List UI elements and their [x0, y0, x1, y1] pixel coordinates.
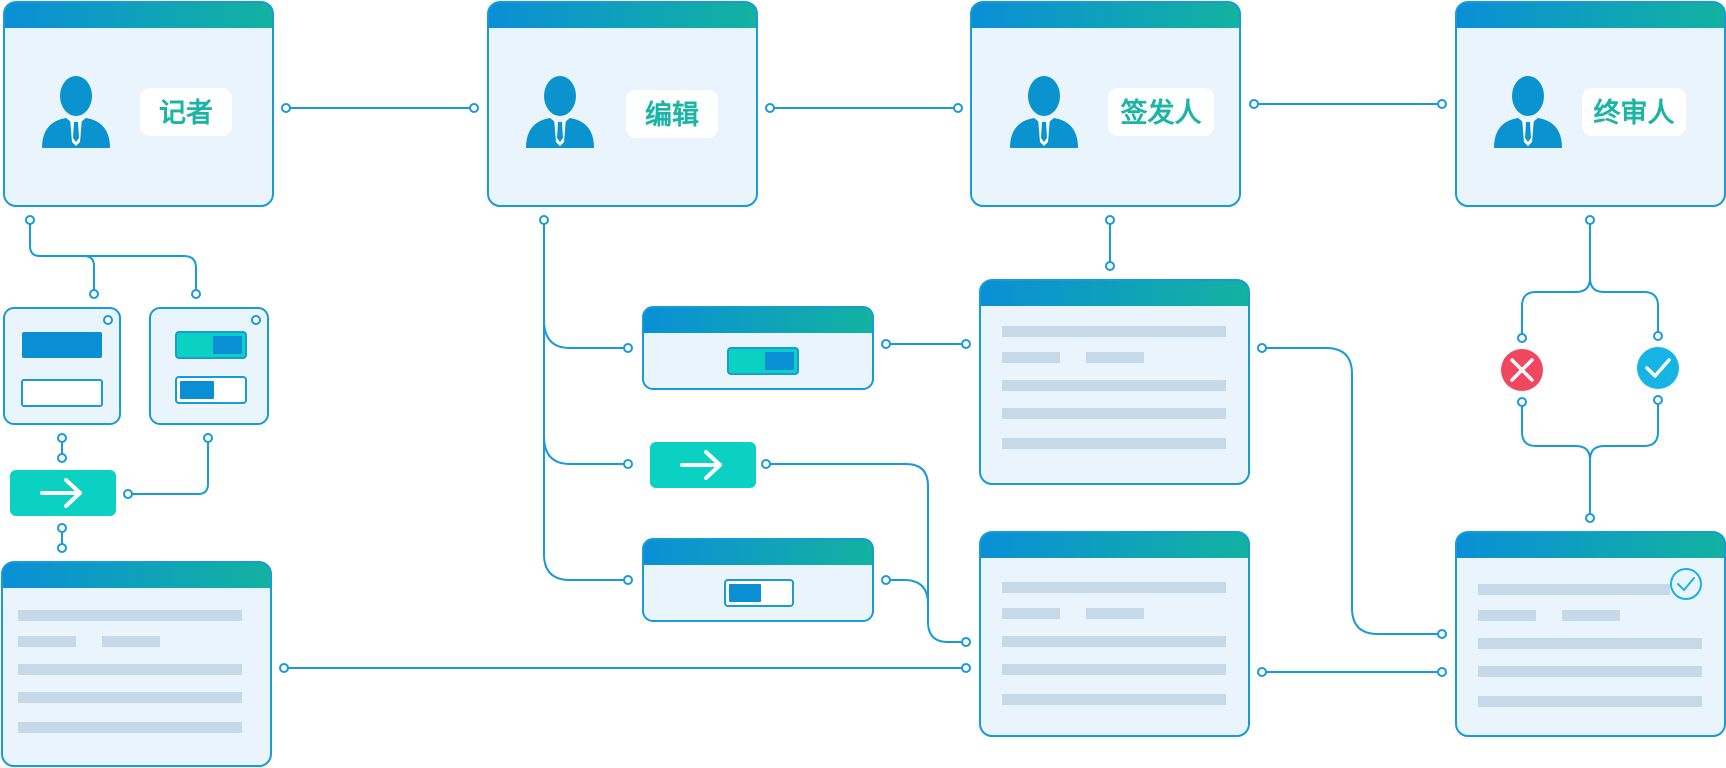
arrow-block-editor — [650, 442, 756, 488]
arrow-right-icon — [680, 450, 722, 480]
connector-dot — [89, 289, 99, 299]
connector-editor-to-arrow — [543, 435, 628, 465]
document-card-reporter — [1, 561, 272, 767]
connector-dot — [623, 343, 633, 353]
role-card-editor: 编辑 — [487, 1, 758, 207]
arrow-block-reporter — [10, 470, 116, 516]
connector-dot — [1249, 99, 1259, 109]
text-placeholder-lines — [1002, 582, 1226, 705]
role-label-issuer: 签发人 — [1121, 97, 1202, 129]
connector-dot — [623, 459, 633, 469]
role-label-editor: 编辑 — [645, 99, 699, 131]
toggle-switch-off — [175, 376, 247, 404]
role-card-issuer: 签发人 — [970, 1, 1241, 207]
connector-final-decision — [1521, 220, 1591, 338]
reject-x-icon — [1501, 349, 1543, 391]
connector-dot — [881, 339, 891, 349]
connectors — [29, 103, 1659, 673]
text-placeholder-lines — [1478, 584, 1702, 707]
connector-dot — [1517, 397, 1527, 407]
connector-dot — [25, 215, 35, 225]
switch-card-off — [642, 538, 874, 622]
connector-editor-branch — [543, 220, 628, 581]
connector-dot — [623, 575, 633, 585]
connector-dot — [279, 663, 289, 673]
connector-dot — [961, 663, 971, 673]
person-avatar-icon — [1494, 76, 1562, 148]
connector-decision-merge-right — [1589, 400, 1659, 461]
connector-dot — [57, 453, 67, 463]
person-avatar-icon — [42, 76, 110, 148]
connector-dot — [281, 103, 291, 113]
connector-dot — [1105, 215, 1115, 225]
connector-dot — [57, 433, 67, 443]
check-circle-icon — [1670, 568, 1702, 600]
role-card-reporter: 记者 — [3, 1, 274, 207]
connector-dot — [961, 637, 971, 647]
role-label-reporter: 记者 — [159, 98, 213, 129]
person-avatar-icon — [526, 76, 594, 148]
document-card-editor — [979, 531, 1250, 737]
connector-dot — [191, 289, 201, 299]
connector-dot — [203, 433, 213, 443]
connector-dots — [25, 99, 1663, 677]
toggle-switch-on — [175, 331, 247, 359]
connector-dot — [1585, 513, 1595, 523]
connector-dot — [1257, 667, 1267, 677]
toggle-switch-on — [727, 347, 799, 375]
form-fields-card — [3, 307, 121, 425]
text-placeholder-lines — [18, 610, 242, 733]
connector-dot — [1653, 331, 1663, 341]
connector-dot — [961, 339, 971, 349]
connector-dot — [953, 103, 963, 113]
filled-input-bar — [22, 332, 102, 358]
text-placeholder-lines — [1002, 326, 1226, 449]
connector-editor-to-switch-on — [543, 319, 628, 349]
connector-toggle-arrow — [128, 438, 209, 495]
connector-dot — [881, 575, 891, 585]
connector-dot — [1437, 629, 1447, 639]
connector-dot — [123, 489, 133, 499]
connector-dot — [1105, 261, 1115, 271]
connector-dot — [765, 103, 775, 113]
connector-dot — [1437, 667, 1447, 677]
arrow-right-icon — [40, 478, 82, 508]
document-card-issuer — [979, 279, 1250, 485]
connector-decision-merge — [1521, 402, 1591, 518]
connector-arrow-doc2 — [766, 463, 966, 643]
connector-doc-final — [1262, 347, 1442, 635]
connector-reporter-branch — [29, 220, 197, 294]
role-label-final-reviewer: 终审人 — [1594, 97, 1675, 129]
empty-input-box — [21, 379, 103, 407]
switch-card-on — [642, 306, 874, 390]
connector-dot — [1517, 333, 1527, 343]
connector-dot — [469, 103, 479, 113]
connector-reporter-branch-left — [83, 255, 95, 294]
connector-dot — [1257, 343, 1267, 353]
connector-dot — [539, 215, 549, 225]
toggle-card — [149, 307, 269, 425]
toggle-switch-off — [724, 579, 794, 607]
document-card-final — [1455, 531, 1726, 737]
connector-final-decision-right — [1589, 277, 1659, 336]
person-avatar-icon — [1010, 76, 1078, 148]
connector-dot — [57, 523, 67, 533]
role-card-final-reviewer: 终审人 — [1455, 1, 1726, 207]
connector-dot — [1653, 395, 1663, 405]
approve-check-icon — [1637, 347, 1679, 389]
connector-dot — [1585, 215, 1595, 225]
connector-dot — [1437, 99, 1447, 109]
connector-switch2-doc2 — [886, 579, 929, 605]
connector-dot — [57, 543, 67, 553]
connector-dot — [761, 459, 771, 469]
